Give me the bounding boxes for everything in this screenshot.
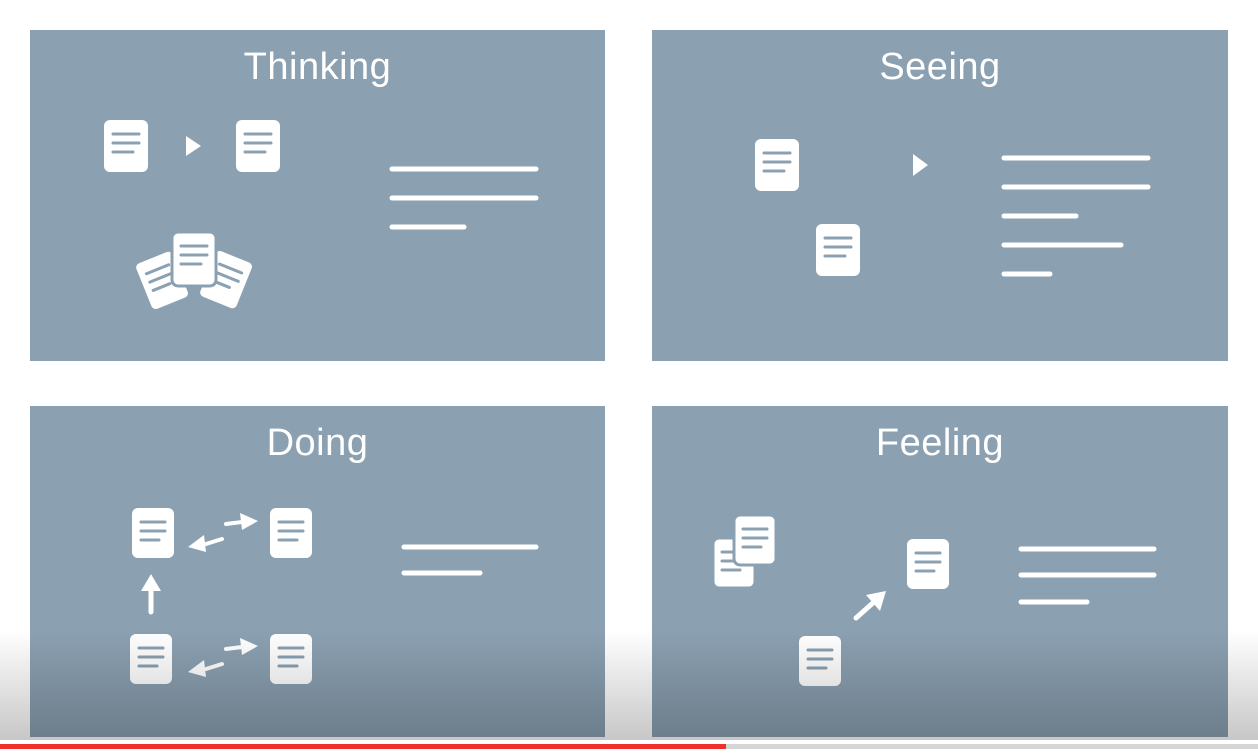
seeing-illustration — [755, 139, 1151, 277]
document-icon — [130, 634, 172, 684]
document-stack-icon — [133, 230, 255, 313]
up-arrow-icon — [141, 574, 161, 615]
feeling-illustration — [711, 513, 1157, 686]
text-lines — [1018, 546, 1157, 605]
panel-title: Seeing — [879, 46, 1001, 88]
text-lines — [1001, 155, 1151, 277]
doing-illustration — [130, 508, 539, 684]
document-icon — [270, 508, 312, 558]
play-arrow-icon — [186, 136, 201, 156]
video-progress-bar[interactable] — [0, 744, 1258, 749]
diagonal-arrow-icon — [853, 591, 886, 621]
thinking-illustration — [104, 120, 539, 313]
panel-doing: Doing — [30, 406, 605, 737]
swap-arrows-icon — [188, 513, 258, 552]
text-lines — [401, 544, 539, 576]
document-icon — [816, 224, 860, 276]
swap-arrows-icon — [188, 638, 258, 677]
panel-seeing: Seeing — [652, 30, 1228, 361]
panel-title: Feeling — [875, 422, 1005, 464]
panel-feeling: Feeling — [652, 406, 1228, 737]
document-icon — [799, 636, 841, 686]
document-icon — [270, 634, 312, 684]
panel-title: Thinking — [243, 46, 392, 88]
play-arrow-icon — [913, 154, 928, 176]
document-icon — [132, 508, 174, 558]
document-icon — [236, 120, 280, 172]
video-progress-fill — [0, 744, 726, 749]
document-pair-icon — [711, 513, 778, 590]
document-icon — [907, 539, 949, 589]
panel-title: Doing — [266, 422, 369, 464]
document-icon — [104, 120, 148, 172]
panel-thinking: Thinking — [30, 30, 605, 361]
text-lines — [389, 166, 539, 230]
document-icon — [755, 139, 799, 191]
